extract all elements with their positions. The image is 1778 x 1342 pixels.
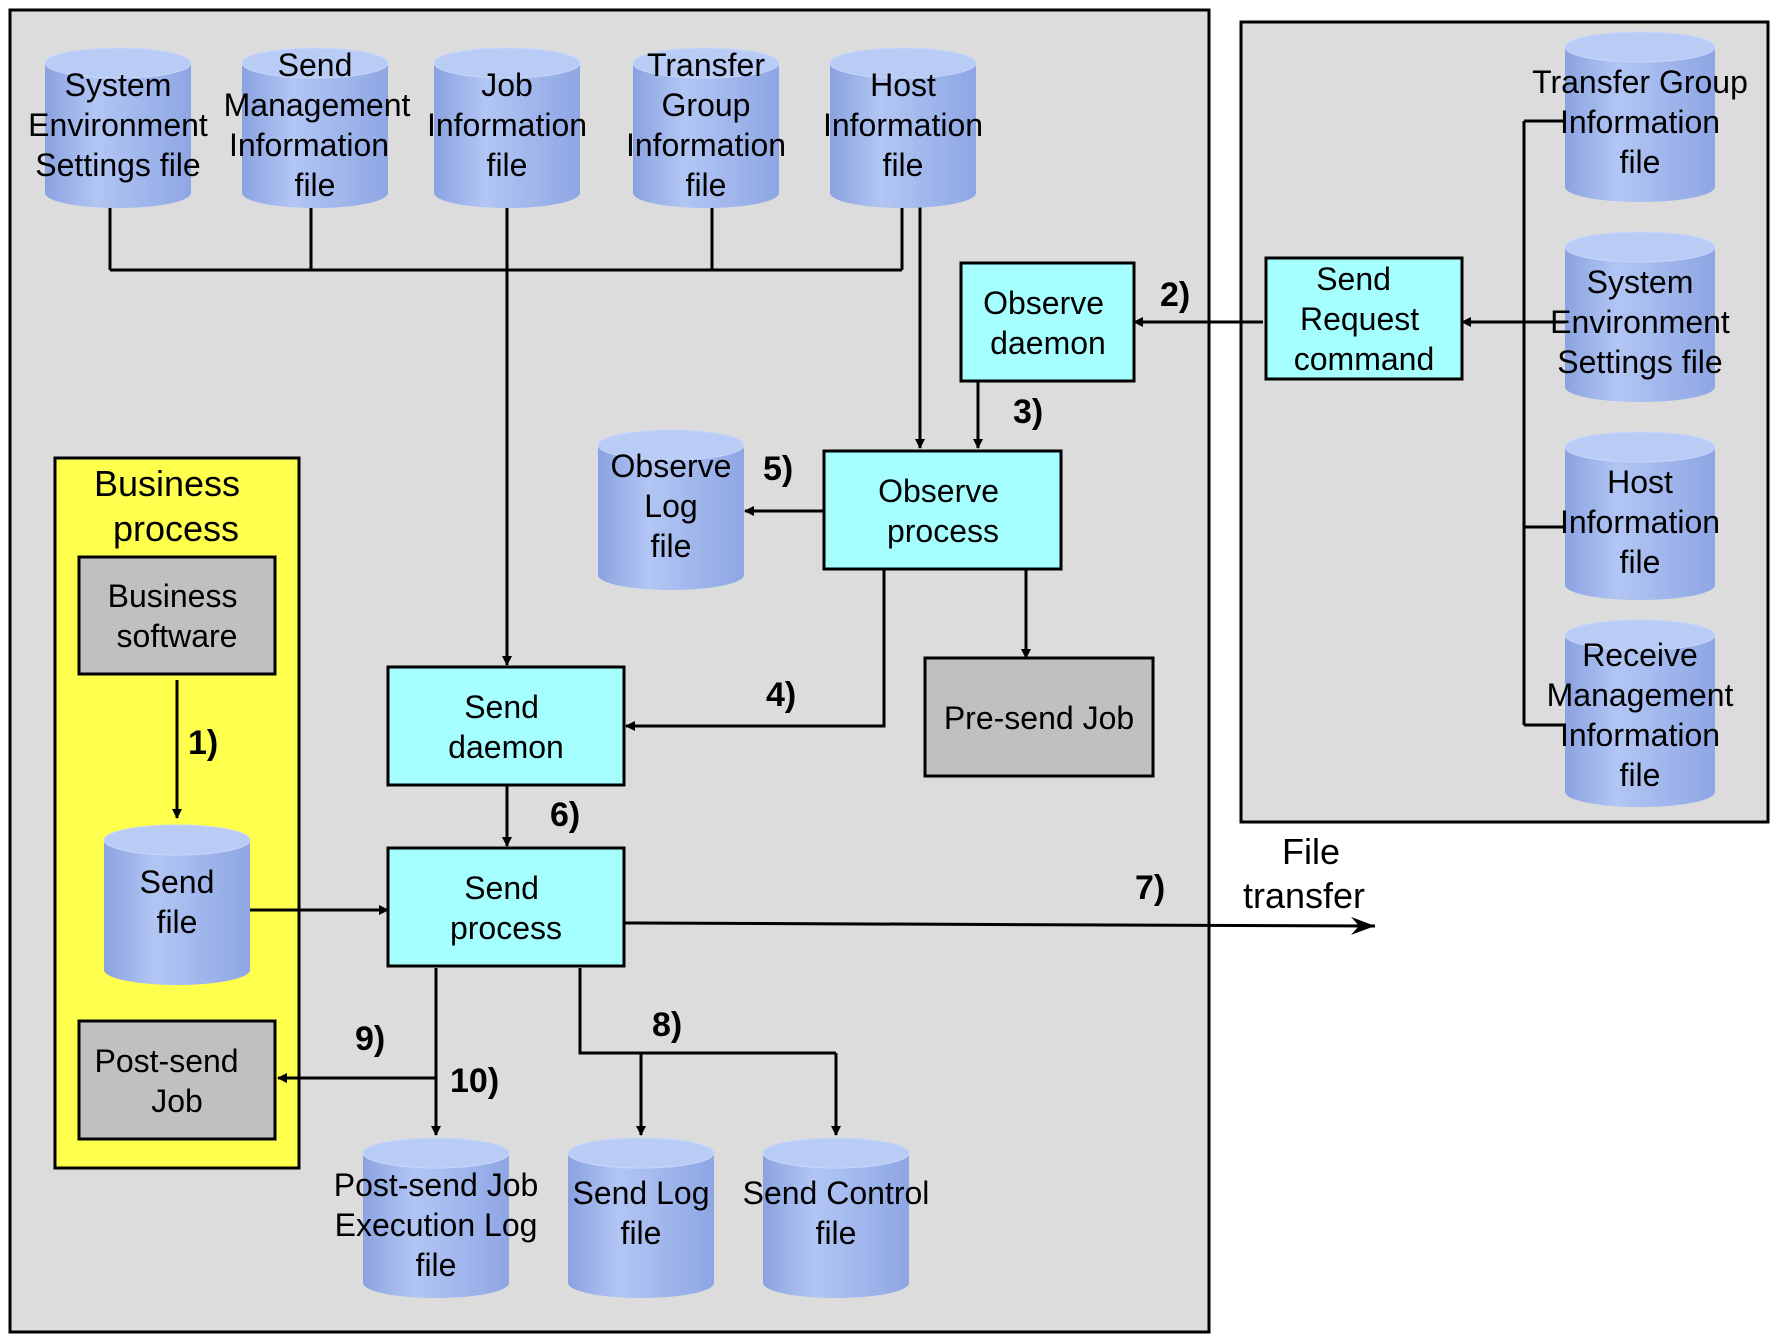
step-10-label: 10): [450, 1062, 499, 1100]
observe-process-label: Observe process: [878, 473, 1008, 549]
pre-send-job-label: Pre-send Job: [944, 700, 1134, 736]
post-send-job-label: Post-send Job: [95, 1043, 248, 1119]
send-process-box: Send process: [386, 846, 626, 968]
observe-process-box: Observe process: [822, 449, 1063, 571]
send-process-label: Send process: [450, 870, 562, 946]
send-daemon-label: Send daemon: [448, 689, 564, 765]
step-7-label: 7): [1135, 869, 1165, 907]
send-request-command-box: Send Request command: [1264, 256, 1464, 381]
observe-daemon-box: Observe daemon: [959, 261, 1136, 383]
step-9-label: 9): [355, 1020, 385, 1058]
step-5-label: 5): [763, 450, 793, 488]
step-2-label: 2): [1160, 276, 1190, 314]
business-process-title: Business process: [94, 463, 250, 549]
business-software-box: Business software: [77, 555, 277, 676]
business-software-label: Business software: [108, 578, 247, 654]
step-4-label: 4): [766, 676, 796, 714]
step-1-label: 1): [188, 724, 218, 762]
file-transfer-arrow: [623, 916, 1376, 935]
step-8-label: 8): [652, 1006, 682, 1044]
observe-daemon-label: Observe daemon: [983, 285, 1113, 361]
send-daemon-box: Send daemon: [386, 665, 626, 787]
send-request-label: Send Request command: [1294, 261, 1435, 377]
step-6-label: 6): [550, 796, 580, 834]
file-transfer-label: File transfer: [1243, 831, 1365, 916]
step-3-label: 3): [1013, 393, 1043, 431]
connectors: [108, 119, 1566, 1136]
pre-send-job-box: Pre-send Job: [923, 656, 1155, 778]
post-send-job-box: Post-send Job: [77, 1019, 277, 1141]
